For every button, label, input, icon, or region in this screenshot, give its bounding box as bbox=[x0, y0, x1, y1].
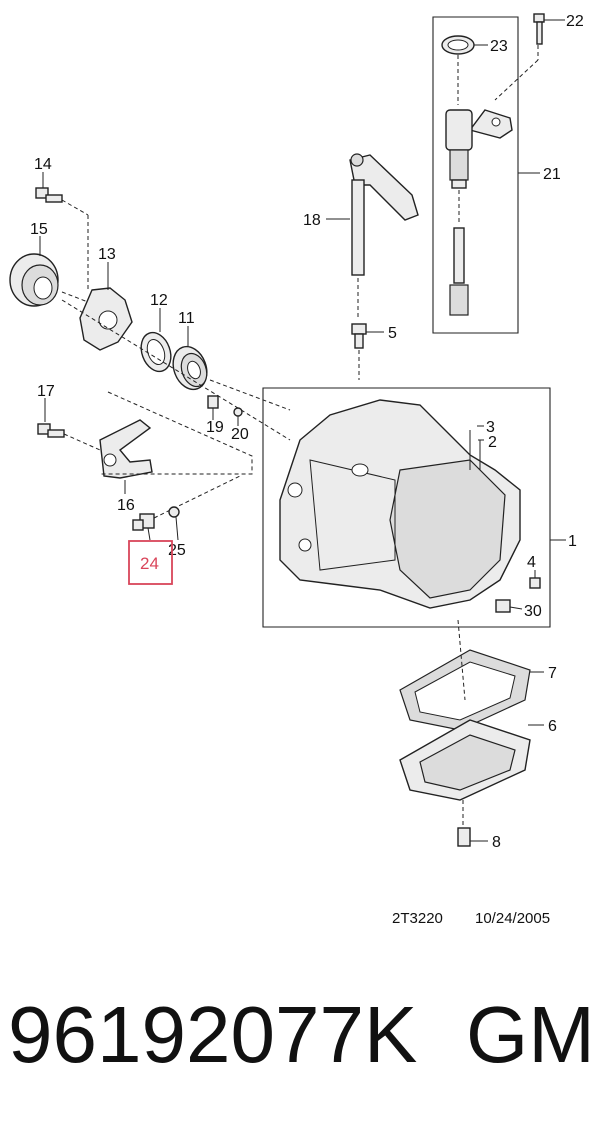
bolt-14 bbox=[35, 172, 89, 290]
callout-15: 15 bbox=[30, 221, 48, 238]
seal-ring-12 bbox=[140, 308, 172, 373]
callout-30: 30 bbox=[524, 603, 542, 620]
callout-19: 19 bbox=[206, 419, 224, 436]
callout-5: 5 bbox=[388, 325, 397, 342]
callout-17: 17 bbox=[37, 383, 55, 400]
bolt-17 bbox=[37, 398, 101, 451]
highlight-box-24 bbox=[128, 540, 173, 585]
callout-12: 12 bbox=[150, 292, 168, 309]
callout-7: 7 bbox=[548, 665, 557, 682]
drawing-date: 10/24/2005 bbox=[475, 910, 550, 927]
plug-19 bbox=[207, 395, 219, 420]
callout-24: 24 bbox=[140, 554, 159, 573]
group-box-21 bbox=[432, 16, 519, 334]
callout-20: 20 bbox=[231, 426, 249, 443]
gasket-7 bbox=[399, 619, 544, 731]
oil-pan-6 bbox=[399, 719, 544, 826]
washer-20 bbox=[233, 407, 243, 426]
part-number: 96192077K bbox=[8, 990, 417, 1079]
callout-21: 21 bbox=[543, 166, 561, 183]
bearing-11 bbox=[61, 299, 291, 441]
callout-11: 11 bbox=[178, 310, 195, 327]
callout-23: 23 bbox=[490, 38, 508, 55]
release-bearing-15 bbox=[9, 236, 89, 307]
drawing-code: 2T3220 bbox=[392, 910, 443, 927]
callout-6: 6 bbox=[548, 718, 557, 735]
speedometer-gear-21 bbox=[445, 109, 513, 316]
bolt-22 bbox=[533, 13, 565, 45]
callout-25: 25 bbox=[168, 542, 186, 559]
group-box-1 bbox=[262, 387, 551, 628]
callout-16: 16 bbox=[117, 497, 135, 514]
clutch-fork-16 bbox=[99, 391, 253, 494]
washer-25 bbox=[168, 506, 180, 541]
callout-8: 8 bbox=[492, 834, 501, 851]
switch-24 bbox=[132, 475, 241, 541]
o-ring-23 bbox=[441, 35, 539, 105]
callout-13: 13 bbox=[98, 246, 116, 263]
callout-2: 2 bbox=[488, 434, 497, 451]
callout-4: 4 bbox=[527, 554, 536, 571]
transmission-case-1 bbox=[279, 399, 541, 613]
callout-14: 14 bbox=[34, 156, 52, 173]
callout-22: 22 bbox=[566, 13, 584, 30]
callout-18: 18 bbox=[303, 212, 321, 229]
clutch-fork-plate-13 bbox=[79, 262, 133, 351]
shift-shaft-18 bbox=[326, 153, 419, 320]
callout-3: 3 bbox=[486, 419, 495, 436]
callout-1: 1 bbox=[568, 533, 577, 550]
drain-bolt-8 bbox=[457, 827, 488, 847]
brand-label: GM bbox=[466, 990, 595, 1079]
bolt-5 bbox=[351, 323, 384, 380]
